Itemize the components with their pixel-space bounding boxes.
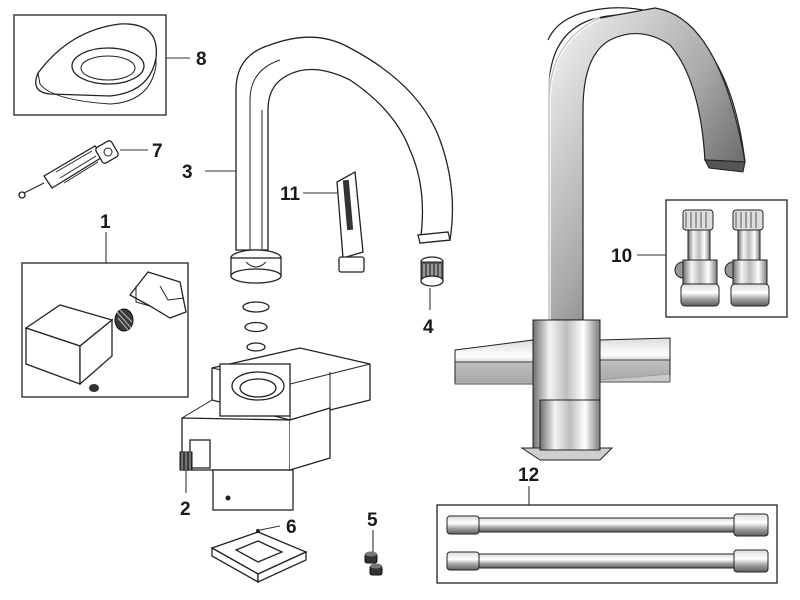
leader-lines — [105, 57, 666, 552]
callout-11: 11 — [280, 184, 301, 205]
part-4-aerator — [420, 256, 444, 287]
callout-8: 8 — [196, 49, 207, 70]
part-12-flexible-hoses — [436, 504, 778, 584]
assembled-chrome-faucet — [454, 7, 746, 461]
callout-4: 4 — [423, 317, 434, 338]
part-5-grub-screws — [364, 551, 383, 576]
callout-1: 1 — [100, 212, 111, 233]
part-11-cartridge — [336, 170, 365, 273]
callout-2: 2 — [180, 499, 191, 520]
callout-5: 5 — [367, 510, 378, 531]
part-12-frame — [436, 504, 778, 584]
callout-10: 10 — [611, 246, 632, 267]
part-1-handle-kit — [21, 262, 189, 398]
callout-12: 12 — [518, 465, 539, 486]
part-3-swivel-spout — [230, 36, 454, 284]
callout-6: 6 — [286, 517, 297, 538]
part-10-isolation-valves — [665, 199, 788, 318]
valve-body-assembly — [179, 347, 371, 511]
callout-3: 3 — [182, 162, 193, 183]
callout-7: 7 — [152, 141, 163, 162]
part-6-base-plate — [210, 529, 308, 584]
part-7-installation-tool — [18, 140, 119, 199]
spout-o-rings — [242, 301, 270, 352]
part-8-base-spacer — [13, 14, 167, 116]
callout-labels: 8 7 3 11 1 2 4 5 6 10 12 — [100, 49, 632, 538]
